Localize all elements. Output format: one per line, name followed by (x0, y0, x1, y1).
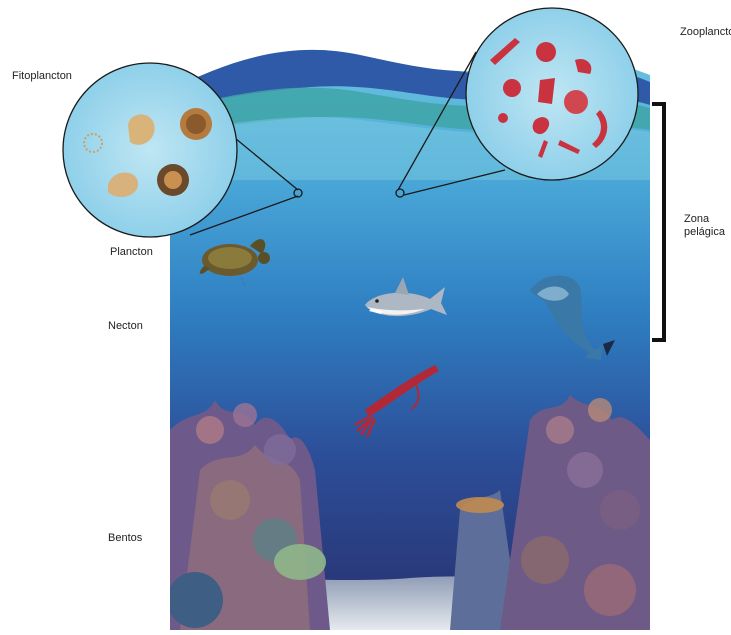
label-zooplancton: Zooplancton (680, 26, 731, 39)
label-plancton: Plancton (110, 246, 153, 259)
phytoplankton-cell (157, 164, 189, 196)
label-bentos: Bentos (108, 532, 142, 545)
phytoplankton-cell (180, 108, 212, 140)
label-zona-pelagica: Zona pelágica (684, 213, 725, 239)
pelagic-zone-bracket (652, 104, 664, 340)
label-fitoplancton: Fitoplancton (12, 70, 72, 83)
label-zona-pelagica-line1: Zona (684, 213, 725, 226)
label-necton: Necton (108, 320, 143, 333)
label-zona-pelagica-line2: pelágica (684, 226, 725, 239)
